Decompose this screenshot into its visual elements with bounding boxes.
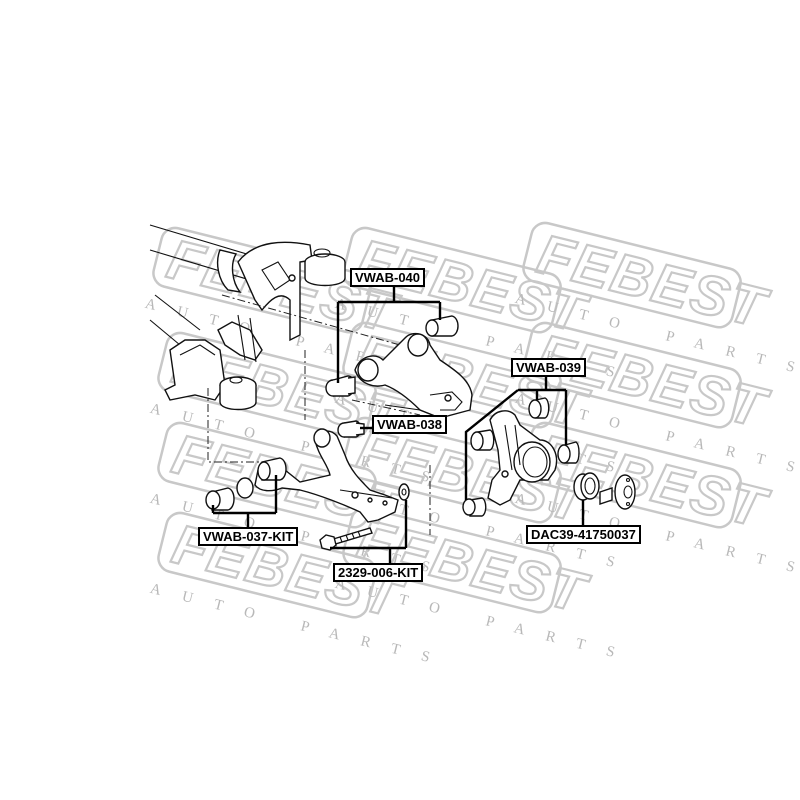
bushing <box>425 315 459 337</box>
part-label-vwab-039: VWAB-039 <box>511 358 587 377</box>
bushing <box>528 397 550 419</box>
bushing <box>470 429 495 451</box>
wheel-bearing <box>573 472 600 501</box>
bushing <box>257 457 287 481</box>
lower-control-arm <box>205 428 399 523</box>
bushing <box>557 441 580 464</box>
leader-lines <box>211 283 585 563</box>
wheel-hub <box>599 474 636 510</box>
upper-control-arm <box>325 315 473 419</box>
camber-bolt <box>319 527 373 551</box>
part-label-dac39-41750037: DAC39-41750037 <box>526 525 641 544</box>
part-label-vwab-037-kit: VWAB-037-KIT <box>198 527 299 546</box>
rear-subframe <box>149 224 421 463</box>
bushing <box>205 487 235 511</box>
wheel-knuckle <box>429 410 558 535</box>
part-label-vwab-040: VWAB-040 <box>350 268 426 287</box>
washer <box>398 483 410 501</box>
part-label-vwab-038: VWAB-038 <box>372 415 448 434</box>
part-label-2329-006-kit: 2329-006-KIT <box>333 563 424 582</box>
bushing <box>462 497 487 517</box>
